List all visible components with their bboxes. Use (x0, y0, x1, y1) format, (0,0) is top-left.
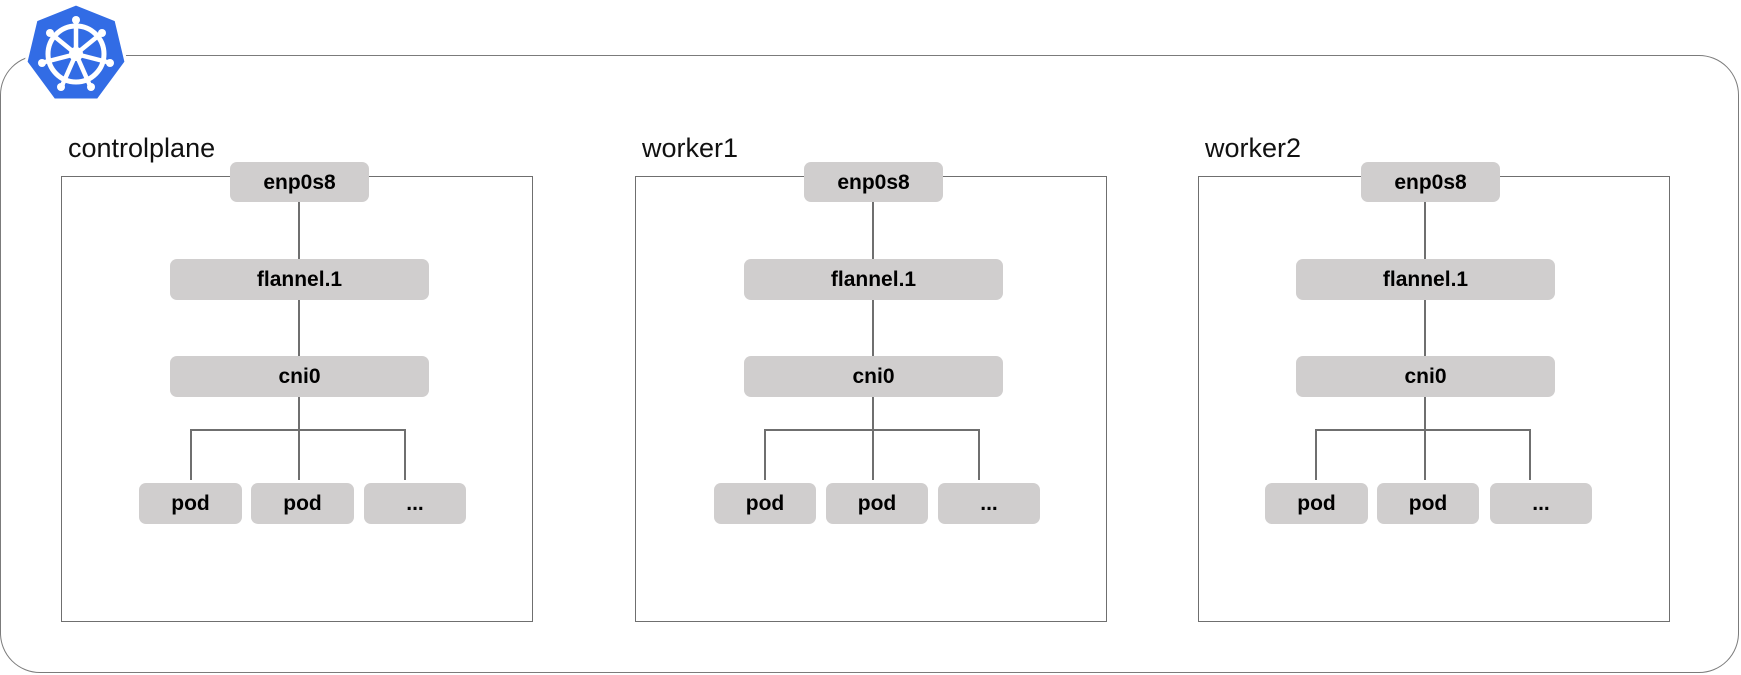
interface-flannel[interactable]: flannel.1 (744, 259, 1003, 300)
pod-box-more[interactable]: ... (938, 483, 1040, 524)
connector-line (764, 429, 980, 431)
interface-enp0s8[interactable]: enp0s8 (804, 162, 943, 202)
node-box (1198, 176, 1670, 622)
pod-box[interactable]: pod (1265, 483, 1368, 524)
connector-line (190, 429, 406, 431)
interface-enp0s8[interactable]: enp0s8 (230, 162, 369, 202)
node-title: worker1 (642, 133, 739, 163)
connector-line (1424, 298, 1426, 358)
connector-line (872, 298, 874, 358)
interface-cni0[interactable]: cni0 (744, 356, 1003, 397)
pod-box[interactable]: pod (139, 483, 242, 524)
pod-box[interactable]: pod (826, 483, 928, 524)
interface-cni0[interactable]: cni0 (1296, 356, 1555, 397)
pod-box[interactable]: pod (1377, 483, 1479, 524)
node-title: controlplane (68, 133, 216, 163)
connector-line (872, 396, 874, 480)
connector-line (1315, 429, 1317, 480)
interface-flannel[interactable]: flannel.1 (170, 259, 429, 300)
pod-box-more[interactable]: ... (1490, 483, 1592, 524)
node-box (635, 176, 1107, 622)
connector-line (1315, 429, 1531, 431)
connector-line (298, 298, 300, 358)
pod-box-more[interactable]: ... (364, 483, 466, 524)
interface-enp0s8[interactable]: enp0s8 (1361, 162, 1500, 202)
kubernetes-logo-icon (24, 2, 128, 104)
pod-box[interactable]: pod (251, 483, 354, 524)
connector-line (1424, 200, 1426, 260)
connector-line (298, 396, 300, 480)
connector-line (404, 429, 406, 480)
pod-box[interactable]: pod (714, 483, 816, 524)
connector-line (978, 429, 980, 480)
connector-line (298, 200, 300, 260)
node-box (61, 176, 533, 622)
connector-line (1529, 429, 1531, 480)
interface-flannel[interactable]: flannel.1 (1296, 259, 1555, 300)
node-title: worker2 (1205, 133, 1302, 163)
connector-line (190, 429, 192, 480)
interface-cni0[interactable]: cni0 (170, 356, 429, 397)
connector-line (872, 200, 874, 260)
connector-line (764, 429, 766, 480)
connector-line (1424, 396, 1426, 480)
